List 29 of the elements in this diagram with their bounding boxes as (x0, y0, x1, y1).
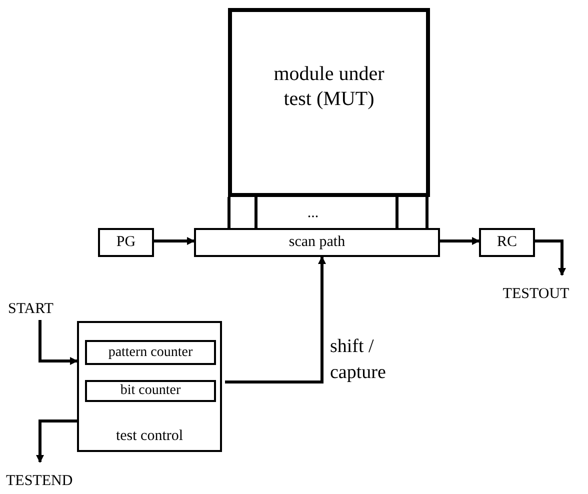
scan-path-box (194, 228, 440, 257)
node-text: scan path (288, 233, 346, 252)
node-text: TESTOUT (502, 284, 570, 304)
connector-line (254, 197, 258, 228)
edge-label: shift / capture (330, 335, 387, 386)
connector-line (228, 197, 230, 228)
module-box (228, 8, 430, 197)
counter-box (85, 380, 216, 402)
arrow (440, 237, 480, 245)
node-text: test control (116, 427, 184, 446)
ellipsis-label: ... (306, 204, 320, 223)
node-text: module under test (MUT) (272, 62, 386, 112)
connector-line (426, 197, 428, 228)
counter-box (85, 340, 216, 365)
node-text: pattern counter (108, 344, 193, 362)
block-box (479, 228, 535, 257)
connector-line (396, 197, 398, 228)
control-box (77, 321, 222, 452)
block-box (98, 228, 154, 257)
arrow (38, 320, 78, 365)
arrow (36, 420, 77, 463)
node-text: RC (496, 233, 517, 252)
arrow (535, 240, 566, 276)
node-text: TESTEND (6, 472, 73, 490)
node-text: START (8, 300, 54, 318)
arrow (225, 256, 326, 384)
node-text: bit counter (120, 382, 181, 400)
arrow (154, 237, 195, 245)
node-text: PG (116, 233, 136, 252)
